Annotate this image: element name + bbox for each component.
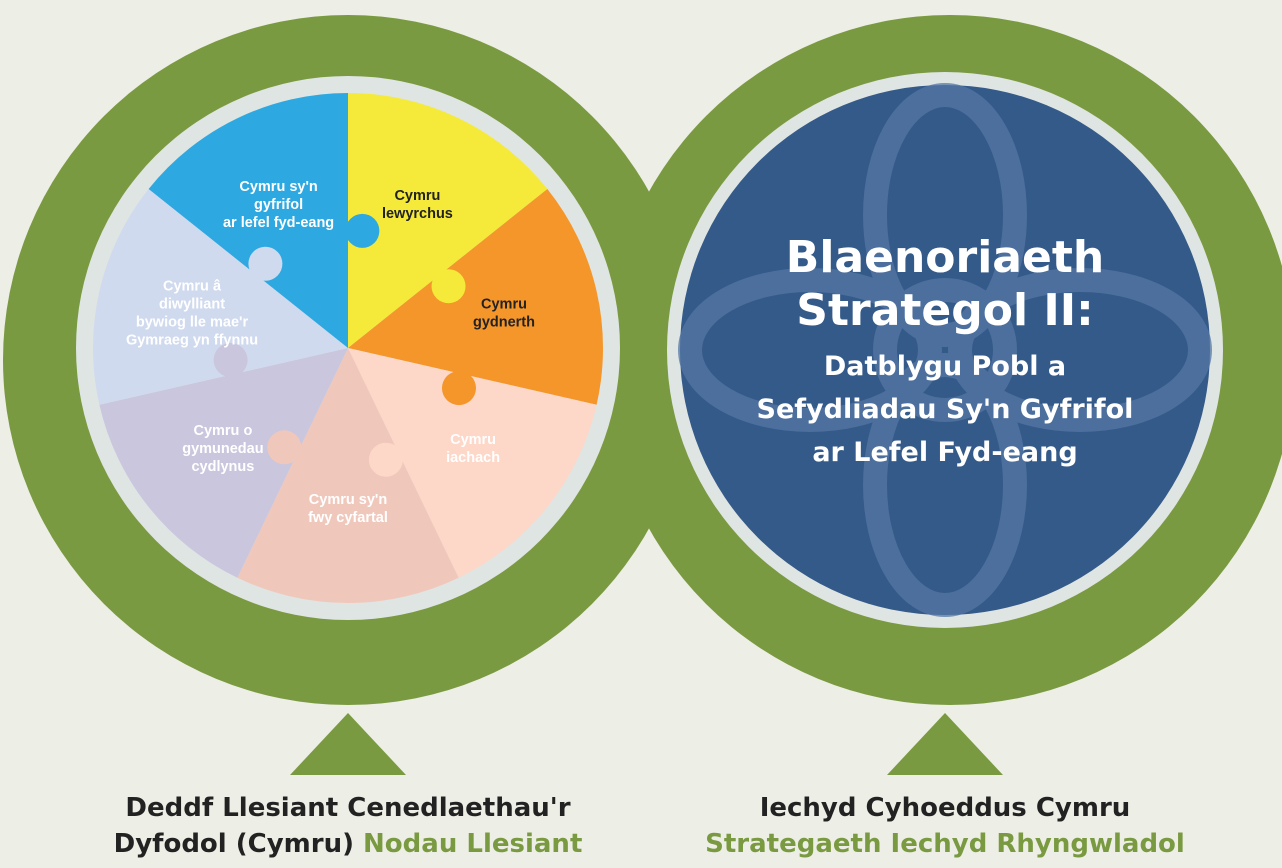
wheel-label-6-line-2: diwylliant [159, 296, 225, 312]
wheel-label-4-line-2: fwy cyfartal [308, 510, 388, 526]
wheel-label-7-line-3: ar lefel fyd-eang [223, 215, 334, 231]
left-caption-accent: Nodau Llesiant [363, 829, 583, 859]
wheel-segment-2 [348, 189, 603, 405]
wheel-label-3-line-2: iachach [446, 450, 500, 466]
wheel-segment-3 [348, 348, 597, 578]
right-caption: Iechyd Cyhoeddus Cymru Strategaeth Iechy… [685, 790, 1205, 862]
right-caption-main: Iechyd Cyhoeddus Cymru [759, 793, 1131, 823]
wheel-segment-7 [148, 93, 348, 348]
wheel-label-6-line-4: Gymraeg yn ffynnu [126, 332, 258, 348]
left-caption-main: Deddf Llesiant Cenedlaethau'r Dyfodol (C… [113, 793, 571, 859]
center-text: Blaenoriaeth Strategol II: Datblygu Pobl… [757, 232, 1134, 468]
wheel-label-5-line-2: gymunedau [182, 441, 263, 457]
wheel-label-2-line-1: Cymru [481, 296, 527, 312]
puzzle-tab-5 [213, 343, 248, 378]
strategic-priority-subtitle-line-2: Sefydliadau Sy'n Gyfrifol [757, 394, 1134, 425]
wheel-label-7: Cymru sy'n gyfrifol ar lefel fyd-eang [223, 179, 334, 231]
wheel-label-2-line-2: gydnerth [473, 314, 535, 330]
wheel-segment-1 [348, 93, 548, 348]
wheel-label-1-line-2: lewyrchus [382, 206, 453, 222]
wheel-label-6-line-1: Cymru â [163, 278, 222, 294]
wheel-label-1: Cymru lewyrchus [382, 188, 453, 222]
puzzle-tab-3 [368, 442, 403, 477]
left-pointer-triangle [290, 713, 406, 775]
strategic-priority-subtitle-line-1: Datblygu Pobl a [824, 351, 1066, 382]
wheel-label-5-line-1: Cymru o [193, 423, 252, 439]
wheel-label-5: Cymru o gymunedau cydlynus [182, 423, 263, 475]
puzzle-tab-2 [441, 371, 476, 406]
wheel-label-1-line-1: Cymru [394, 188, 440, 204]
wheel-label-7-line-1: Cymru sy'n [239, 179, 317, 195]
wheel-label-5-line-3: cydlynus [191, 459, 254, 475]
right-pointer-triangle [887, 713, 1003, 775]
wheel-segment-5 [99, 348, 349, 578]
wheel-label-7-line-2: gyfrifol [254, 197, 303, 213]
strategic-priority-subtitle-line-3: ar Lefel Fyd-eang [812, 437, 1077, 468]
strategic-priority-title-line-1: Blaenoriaeth [786, 232, 1104, 283]
wheel-segment-4 [237, 348, 459, 603]
celtic-knot-watermark [678, 83, 1212, 617]
puzzle-tab-1 [431, 269, 466, 304]
right-caption-accent: Strategaeth Iechyd Rhyngwladol [705, 829, 1185, 859]
wheel-label-6-line-3: bywiog lle mae'r [136, 314, 249, 330]
wheel-label-4-line-1: Cymru sy'n [309, 492, 387, 508]
puzzle-tab-7 [345, 213, 380, 248]
wheel-label-3-line-1: Cymru [450, 432, 496, 448]
wheel-segment-6 [92, 189, 348, 405]
puzzle-tab-4 [267, 430, 302, 465]
left-caption: Deddf Llesiant Cenedlaethau'r Dyfodol (C… [88, 790, 608, 862]
wheel-label-4: Cymru sy'n fwy cyfartal [308, 492, 388, 526]
wheel-label-3: Cymru iachach [446, 432, 500, 466]
right-center-circle [680, 85, 1210, 615]
strategic-priority-title-line-2: Strategol II: [796, 285, 1093, 336]
puzzle-tab-6 [248, 246, 283, 281]
wheel-label-2: Cymru gydnerth [473, 296, 535, 330]
